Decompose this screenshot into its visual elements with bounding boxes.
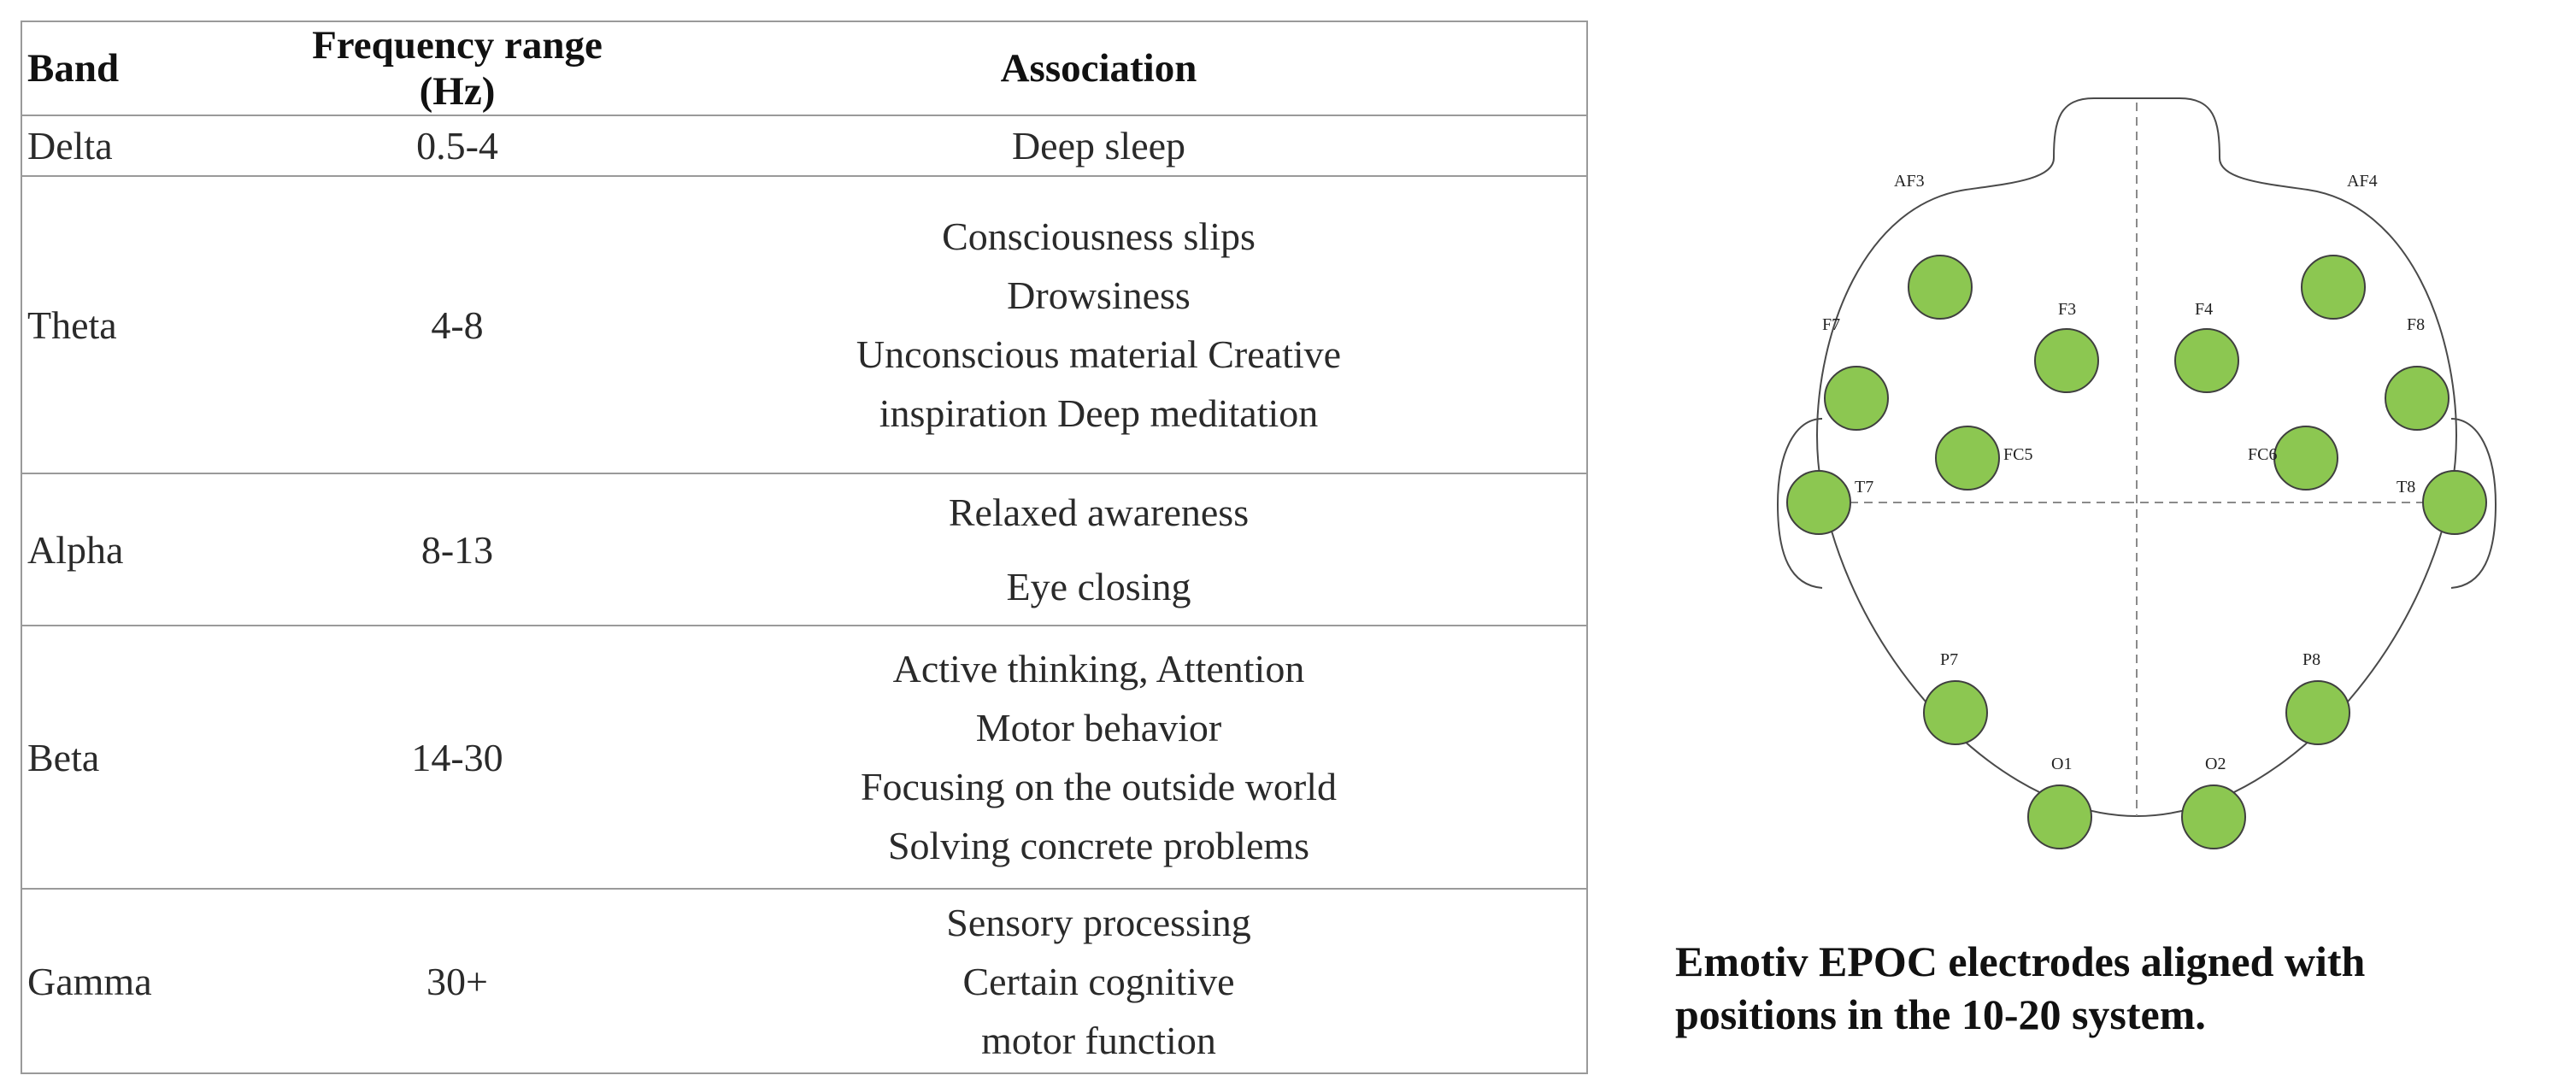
table-row-theta: Theta 4-8 Consciousness slips Drowsiness… [21, 175, 1587, 473]
frequency-cell: 30+ [303, 888, 611, 1073]
table-row-gamma: Gamma 30+ Sensory processing Certain cog… [21, 888, 1587, 1073]
electrode-p7 [1923, 680, 1988, 745]
association-cell: Active thinking, Attention Motor behavio… [611, 625, 1587, 889]
association-cell: Deep sleep [611, 115, 1587, 176]
association-line: Certain cognitive [962, 959, 1235, 1003]
header-frequency: Frequency range (Hz) [303, 21, 611, 115]
electrode-label-f7: F7 [1822, 315, 1840, 334]
association-line: Unconscious material Creative [856, 332, 1342, 376]
frequency-cell: 14-30 [303, 625, 611, 889]
band-cell: Alpha [21, 473, 303, 626]
electrode-t7 [1786, 470, 1851, 535]
association-line: motor function [981, 1018, 1216, 1062]
association-line: Solving concrete problems [887, 824, 1310, 867]
association-line: inspiration Deep meditation [879, 391, 1319, 435]
left-ear [1776, 418, 1823, 589]
caption-line-1: Emotiv EPOC electrodes aligned with [1675, 937, 2366, 985]
table-row-alpha: Alpha 8-13 Relaxed awareness Eye closing [21, 473, 1587, 626]
electrode-f3 [2034, 328, 2099, 393]
table-row-beta: Beta 14-30 Active thinking, Attention Mo… [21, 625, 1587, 889]
band-cell: Gamma [21, 888, 303, 1073]
electrode-label-p8: P8 [2303, 650, 2320, 669]
electrode-fc5 [1935, 426, 2000, 491]
association-line: Motor behavior [975, 706, 1222, 749]
band-cell: Beta [21, 625, 303, 889]
electrode-label-fc5: FC5 [2003, 445, 2032, 464]
electrode-label-o1: O1 [2051, 755, 2072, 773]
association-line: Deep sleep [1011, 124, 1186, 167]
frequency-cell: 4-8 [303, 175, 611, 473]
electrode-label-f4: F4 [2195, 300, 2213, 319]
electrode-label-f3: F3 [2058, 300, 2076, 319]
electrode-label-o2: O2 [2205, 755, 2226, 773]
association-line: Focusing on the outside world [860, 765, 1338, 808]
electrode-label-fc6: FC6 [2248, 445, 2277, 464]
electrode-label-af4: AF4 [2347, 172, 2378, 191]
right-ear [2450, 418, 2497, 589]
eeg-band-table: Band Frequency range (Hz) Association De… [21, 21, 1588, 1074]
electrode-label-f8: F8 [2407, 315, 2425, 334]
electrode-f8 [2385, 366, 2450, 431]
caption-line-2: positions in the 10-20 system. [1675, 990, 2206, 1038]
electrode-label-p7: P7 [1940, 650, 1958, 669]
table-row-delta: Delta 0.5-4 Deep sleep [21, 115, 1587, 176]
frequency-cell: 8-13 [303, 473, 611, 626]
association-line: Consciousness slips [942, 214, 1256, 258]
band-cell: Theta [21, 175, 303, 473]
header-band: Band [21, 21, 303, 115]
association-cell: Relaxed awareness Eye closing [611, 473, 1587, 626]
electrode-o1 [2027, 784, 2092, 849]
association-line: Active thinking, Attention [892, 647, 1305, 690]
association-line: Eye closing [1006, 565, 1191, 608]
electrode-f4 [2174, 328, 2239, 393]
association-line: Sensory processing [946, 900, 1251, 944]
table-header-row: Band Frequency range (Hz) Association [21, 21, 1587, 115]
electrode-label-t8: T8 [2397, 478, 2415, 496]
electrode-o2 [2181, 784, 2246, 849]
frequency-cell: 0.5-4 [303, 115, 611, 176]
electrode-label-t7: T7 [1855, 478, 1873, 496]
electrode-p8 [2285, 680, 2350, 745]
electrode-t8 [2422, 470, 2487, 535]
header-association: Association [611, 21, 1587, 115]
association-line: Relaxed awareness [948, 491, 1250, 534]
electrode-af3 [1908, 255, 1973, 320]
electrode-f7 [1824, 366, 1889, 431]
association-cell: Consciousness slips Drowsiness Unconscio… [611, 175, 1587, 473]
diagram-caption: Emotiv EPOC electrodes aligned with posi… [1675, 935, 2564, 1041]
band-cell: Delta [21, 115, 303, 176]
association-line: Drowsiness [1007, 273, 1191, 317]
electrode-label-af3: AF3 [1894, 172, 1925, 191]
association-cell: Sensory processing Certain cognitive mot… [611, 888, 1587, 1073]
electrode-af4 [2301, 255, 2366, 320]
electrode-fc6 [2273, 426, 2338, 491]
